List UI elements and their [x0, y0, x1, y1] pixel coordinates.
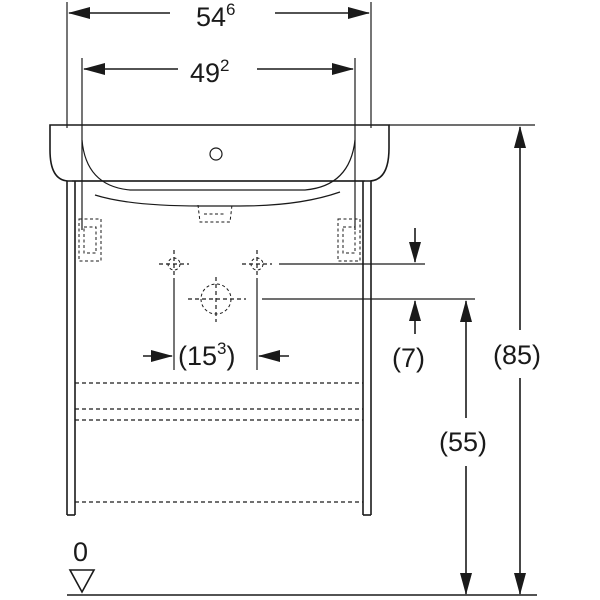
arrowhead-up [514, 126, 526, 148]
arrowhead-up [409, 300, 421, 321]
arrowhead-left [68, 7, 90, 19]
overall-width-dimension: 546 [66, 0, 372, 128]
water-connections [159, 250, 425, 280]
arrowhead-down [514, 573, 526, 595]
floor-reference: 0 [67, 537, 537, 596]
drain-offset-label: (7) [392, 343, 425, 373]
overall-width-label: 546 [196, 0, 236, 32]
floor-reference-label: 0 [73, 537, 88, 567]
wall-bracket-left-icon [78, 218, 102, 262]
drain-height-dimension: (55) [439, 300, 487, 595]
arrowhead-right [258, 350, 280, 362]
arrowhead-right [348, 7, 370, 19]
drain-offset-dimension: (7) [392, 228, 425, 373]
arrowhead-down [409, 242, 421, 263]
wall-bracket-right-icon [337, 218, 361, 262]
wall-bracket-right-inner [342, 226, 356, 254]
drain-spacing-dimension: (153) [143, 280, 289, 371]
vanity-cabinet [66, 181, 372, 516]
arrowhead-up [460, 300, 472, 322]
tap-hole-icon [209, 147, 223, 161]
drain-spacing-label: (153) [178, 339, 236, 371]
water-connection-right-icon [242, 250, 272, 280]
cabinet-width-dimension: 492 [81, 56, 356, 230]
total-height-dimension: (85) [389, 124, 541, 595]
basin-underside [94, 191, 341, 207]
arrowhead-left [151, 350, 173, 362]
wall-bracket-left-inner [83, 226, 97, 254]
cabinet-width-label: 492 [190, 56, 230, 88]
water-connection-left-icon [159, 250, 189, 280]
arrowhead-right [332, 63, 354, 75]
arrowhead-left [83, 63, 105, 75]
arrowhead-down [460, 573, 472, 595]
total-height-label: (85) [493, 340, 541, 370]
washbasin-outline [49, 124, 390, 182]
floor-level-triangle-icon [68, 569, 96, 594]
basin-bowl-curve [81, 139, 356, 191]
drain-height-label: (55) [439, 427, 487, 457]
siphon-trap-hidden [197, 204, 233, 223]
drain-connection [188, 277, 475, 322]
washbasin [49, 124, 390, 223]
